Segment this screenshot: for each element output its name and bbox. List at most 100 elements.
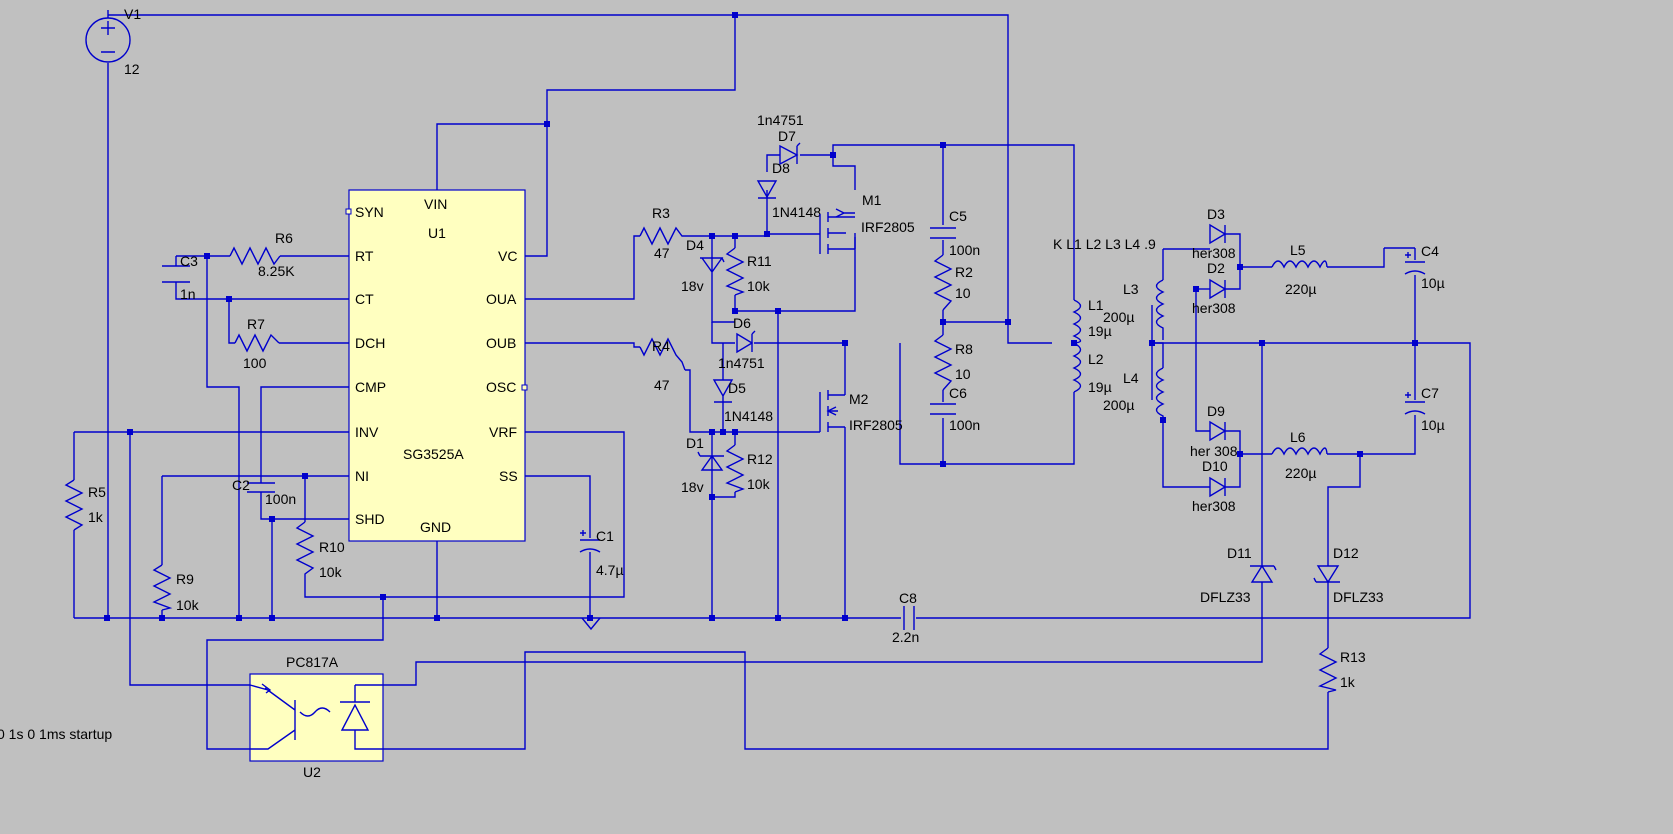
u1-ref: U1 xyxy=(428,225,446,241)
resistor-r5: R5 1k xyxy=(64,479,106,531)
d6-value: 1n4751 xyxy=(718,355,765,371)
l4-ref: L4 xyxy=(1123,370,1139,386)
d7-value: 1n4751 xyxy=(757,112,804,128)
d4-value: 18v xyxy=(681,278,704,294)
l5-ref: L5 xyxy=(1290,242,1306,258)
r10-ref: R10 xyxy=(319,539,345,555)
c5-ref: C5 xyxy=(949,208,967,224)
pin-vc: VC xyxy=(498,248,517,264)
pin-gnd: GND xyxy=(420,519,451,535)
l1-value: 19µ xyxy=(1088,323,1112,339)
c8-value: 2.2n xyxy=(892,629,919,645)
zener-d12: D12 DFLZ33 xyxy=(1313,545,1384,605)
l1-ref: L1 xyxy=(1088,297,1104,313)
pin-vrf: VRF xyxy=(489,424,517,440)
inductor-l4: L4 200µ xyxy=(1103,342,1165,420)
r10-value: 10k xyxy=(319,564,343,580)
zener-d11: D11 DFLZ33 xyxy=(1200,545,1277,605)
c6-ref: C6 xyxy=(949,385,967,401)
r11-value: 10k xyxy=(747,278,771,294)
inductor-l1: L1 19µ xyxy=(1072,297,1112,344)
l3-ref: L3 xyxy=(1123,281,1139,297)
d1-ref: D1 xyxy=(686,435,704,451)
d5-ref: D5 xyxy=(728,380,746,396)
r2-value: 10 xyxy=(955,285,971,301)
c3-ref: C3 xyxy=(180,253,198,269)
pin-ss: SS xyxy=(499,468,518,484)
m1-ref: M1 xyxy=(862,192,882,208)
zener-d4: D4 18v xyxy=(681,237,725,294)
d12-value: DFLZ33 xyxy=(1333,589,1384,605)
r3-value: 47 xyxy=(654,245,670,261)
l6-ref: L6 xyxy=(1290,429,1306,445)
diode-d9: D9 her 308 xyxy=(1190,403,1238,459)
mosfet-m1: M1 IRF2805 xyxy=(819,192,915,254)
r8-ref: R8 xyxy=(955,341,973,357)
pin-oua: OUA xyxy=(486,291,517,307)
c6-value: 100n xyxy=(949,417,980,433)
r4-ref: R4 xyxy=(652,338,670,354)
capacitor-c5: C5 100n xyxy=(930,208,980,258)
pin-syn: SYN xyxy=(355,204,384,220)
d3-value: her308 xyxy=(1192,245,1236,261)
r7-value: 100 xyxy=(243,355,267,371)
d11-value: DFLZ33 xyxy=(1200,589,1251,605)
capacitor-c2: C2 100n xyxy=(232,477,296,507)
r9-ref: R9 xyxy=(176,571,194,587)
r11-ref: R11 xyxy=(747,253,772,269)
d8-value: 1N4148 xyxy=(772,204,821,220)
resistor-r11: R11 10k xyxy=(725,247,772,296)
capacitor-c6: C6 100n xyxy=(930,385,980,433)
resistor-r13: R13 1k xyxy=(1317,647,1366,693)
pin-ni: NI xyxy=(355,468,369,484)
c7-ref: C7 xyxy=(1421,385,1439,401)
r5-value: 1k xyxy=(88,509,104,525)
resistor-r6: R6 8.25K xyxy=(229,230,295,279)
diode-d3: D3 her308 xyxy=(1192,206,1236,261)
u1-part: SG3525A xyxy=(403,446,464,462)
r6-ref: R6 xyxy=(275,230,293,246)
l6-value: 220µ xyxy=(1285,465,1316,481)
v1-value: 12 xyxy=(124,61,140,77)
m2-value: IRF2805 xyxy=(849,417,903,433)
d10-ref: D10 xyxy=(1202,458,1228,474)
zener-d1: D1 18v xyxy=(681,435,724,495)
d9-value: her 308 xyxy=(1190,443,1238,459)
pin-vin: VIN xyxy=(424,196,447,212)
d10-value: her308 xyxy=(1192,498,1236,514)
r12-value: 10k xyxy=(747,476,771,492)
pin-ct: CT xyxy=(355,291,374,307)
optocoupler-u2: PC817A U2 xyxy=(249,654,384,780)
u2-ref: U2 xyxy=(303,764,321,780)
diode-d8: D8 1N4148 xyxy=(756,160,821,220)
r4-value: 47 xyxy=(654,377,670,393)
resistor-r7: R7 100 xyxy=(234,316,280,371)
diode-d2: D2 her308 xyxy=(1192,260,1236,316)
l5-value: 220µ xyxy=(1285,281,1316,297)
r2-ref: R2 xyxy=(955,264,973,280)
d9-ref: D9 xyxy=(1207,403,1225,419)
r6-value: 8.25K xyxy=(258,263,295,279)
r3-ref: R3 xyxy=(652,205,670,221)
resistor-r12: R12 10k xyxy=(725,444,773,493)
r13-ref: R13 xyxy=(1340,649,1366,665)
capacitor-c3: C3 1n xyxy=(162,253,198,302)
c7-value: 10µ xyxy=(1421,417,1445,433)
d6-ref: D6 xyxy=(733,315,751,331)
r13-value: 1k xyxy=(1340,674,1356,690)
capacitor-c7: C7 10µ xyxy=(1404,385,1445,433)
inductor-l6: L6 220µ xyxy=(1271,429,1328,481)
c4-ref: C4 xyxy=(1421,243,1439,259)
ic-u1-sg3525a: SYN RT CT DCH CMP INV NI SHD VIN U1 VC O… xyxy=(345,189,528,542)
c5-value: 100n xyxy=(949,242,980,258)
pin-cmp: CMP xyxy=(355,379,386,395)
v1-ref: V1 xyxy=(124,6,141,22)
d2-ref: D2 xyxy=(1207,260,1225,276)
r7-ref: R7 xyxy=(247,316,265,332)
pin-rt: RT xyxy=(355,248,374,264)
pin-oub: OUB xyxy=(486,335,516,351)
inductor-l2: L2 19µ xyxy=(1072,342,1112,395)
coupling-directive: K L1 L2 L3 L4 .9 xyxy=(1053,236,1156,252)
pin-dch: DCH xyxy=(355,335,385,351)
diode-d5: D5 1N4148 xyxy=(712,379,773,424)
